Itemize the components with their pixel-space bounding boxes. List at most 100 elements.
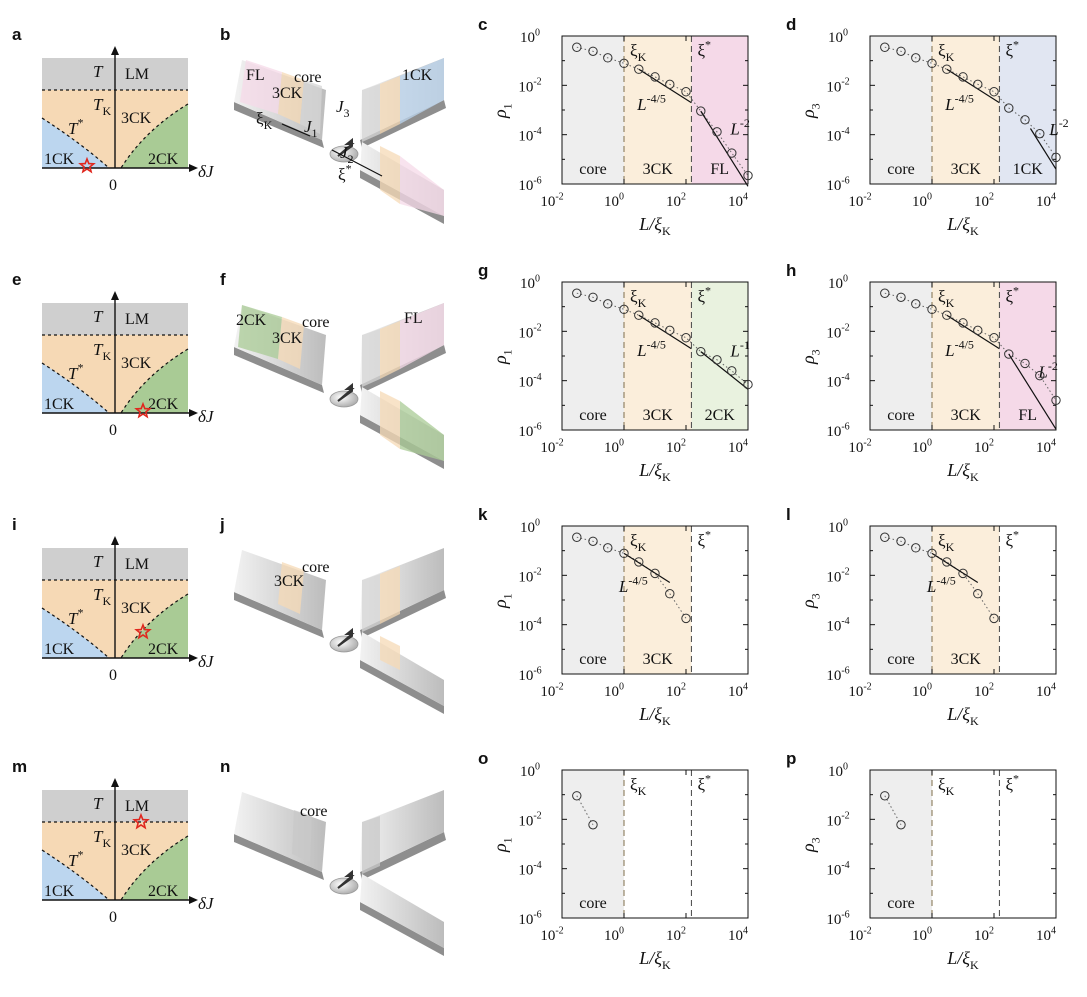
label-base: ξ xyxy=(938,775,946,794)
x-axis-label: L/ξK xyxy=(946,704,979,728)
label-sub: 1 xyxy=(500,837,514,843)
region-label-3ck: 3CK xyxy=(951,651,982,668)
data-point xyxy=(942,64,952,74)
2ck-band xyxy=(238,305,282,359)
label-sup: * xyxy=(1013,771,1019,785)
xik-label: ξK xyxy=(630,287,647,310)
y-axis-arrow xyxy=(111,46,119,55)
label-base: ρ xyxy=(490,109,510,119)
1ck-label: 1CK xyxy=(44,396,75,413)
x-tick-label: 100 xyxy=(912,681,932,700)
label-base: L xyxy=(729,341,739,360)
fit-label: L-1 xyxy=(729,338,749,361)
label-base: L/ξ xyxy=(638,214,662,234)
label-sub: 3 xyxy=(808,837,822,843)
label-base: 10 xyxy=(520,764,535,780)
data-point xyxy=(603,53,613,63)
spin-arrow xyxy=(337,137,355,157)
axis-label-dJ: δJ xyxy=(198,652,215,671)
data-point xyxy=(696,106,706,116)
panel-letter: n xyxy=(220,757,230,776)
x-axis-label: L/ξK xyxy=(638,704,671,728)
core-band xyxy=(362,84,380,142)
x-tick-label: 102 xyxy=(666,681,686,700)
3ck-band xyxy=(380,321,400,379)
tstar-boundary-right xyxy=(120,103,189,169)
label-sup: -4 xyxy=(533,372,541,383)
label-base: J xyxy=(340,143,349,162)
label-sup: -4/5 xyxy=(936,573,955,587)
xik-label: ξK xyxy=(630,531,647,554)
label-sup: * xyxy=(705,527,711,541)
fit-label: L-4/5 xyxy=(944,337,974,360)
label-sup: -2 xyxy=(841,323,849,334)
x-tick-label: 102 xyxy=(974,437,994,456)
xik-label: ξK xyxy=(938,775,955,798)
label-sup: -2 xyxy=(533,811,541,822)
label-base: L xyxy=(944,95,954,114)
label-base: 10 xyxy=(666,928,681,944)
3ck-label: 3CK xyxy=(272,330,303,347)
data-point xyxy=(712,127,722,137)
xik-label: ξK xyxy=(630,775,647,798)
label-sup: 4 xyxy=(743,925,748,936)
label-sup: -6 xyxy=(841,665,849,676)
fit-line xyxy=(931,552,979,583)
2ck-label: 2CK xyxy=(236,312,267,329)
label-sup: 2 xyxy=(681,191,686,202)
label-sup: -4/5 xyxy=(628,573,647,587)
label-base: 10 xyxy=(540,440,555,456)
label-sup: -2 xyxy=(1048,359,1058,373)
y-tick-label: 10-4 xyxy=(518,372,541,391)
label-base: 10 xyxy=(828,520,843,536)
y-tick-label: 10-2 xyxy=(826,77,849,96)
region-core xyxy=(870,36,932,184)
data-point xyxy=(880,42,890,52)
x-tick-label: 10-2 xyxy=(848,191,871,210)
label-sup: -4/5 xyxy=(647,91,666,105)
tstar-label: T* xyxy=(68,115,83,138)
y-axis-label: ρ3 xyxy=(798,593,822,609)
lower-right-lead-surface xyxy=(360,874,444,948)
core-band xyxy=(362,816,380,874)
label-sup: 4 xyxy=(1051,437,1056,448)
y-tick-label: 10-6 xyxy=(826,421,849,440)
label-sup: -2 xyxy=(555,191,563,202)
y-tick-label: 10-4 xyxy=(826,616,849,635)
tk-label: TK xyxy=(93,585,111,608)
data-connector xyxy=(576,292,749,385)
3ck-label: 3CK xyxy=(121,842,152,859)
xistar-label: ξ* xyxy=(697,527,711,550)
panel-letter: e xyxy=(12,270,21,289)
lower-right-lead-edge xyxy=(360,902,444,956)
data-point xyxy=(588,46,598,56)
label-base: T xyxy=(68,851,79,870)
x-tick-label: 100 xyxy=(912,437,932,456)
label-sup: * xyxy=(77,360,83,374)
label-sup: 0 xyxy=(843,517,848,528)
label-base: ξ xyxy=(338,165,346,184)
data-point xyxy=(880,288,890,298)
axis-label-dJ: δJ xyxy=(198,894,215,913)
label-base: 10 xyxy=(826,375,841,391)
label-base: 10 xyxy=(604,440,619,456)
label-base: 10 xyxy=(728,928,743,944)
label-base: 10 xyxy=(826,129,841,145)
label-base: ξ xyxy=(1005,531,1013,550)
data-point xyxy=(1004,103,1014,113)
xik-arrow xyxy=(281,123,311,137)
label-sup: -2 xyxy=(555,437,563,448)
x-tick-label: 100 xyxy=(604,437,624,456)
label-sup: 0 xyxy=(843,273,848,284)
fl-band xyxy=(400,303,444,369)
upper-right-lead-edge xyxy=(360,100,446,148)
y-tick-label: 10-4 xyxy=(518,860,541,879)
left-lead-edge xyxy=(234,347,324,393)
data-point xyxy=(665,589,675,599)
origin-label: 0 xyxy=(109,177,117,194)
label-base: L/ξ xyxy=(638,704,662,724)
3ck-label: 3CK xyxy=(272,85,303,102)
panel-letter: j xyxy=(219,515,225,534)
lower-right-lead-edge xyxy=(360,660,444,714)
